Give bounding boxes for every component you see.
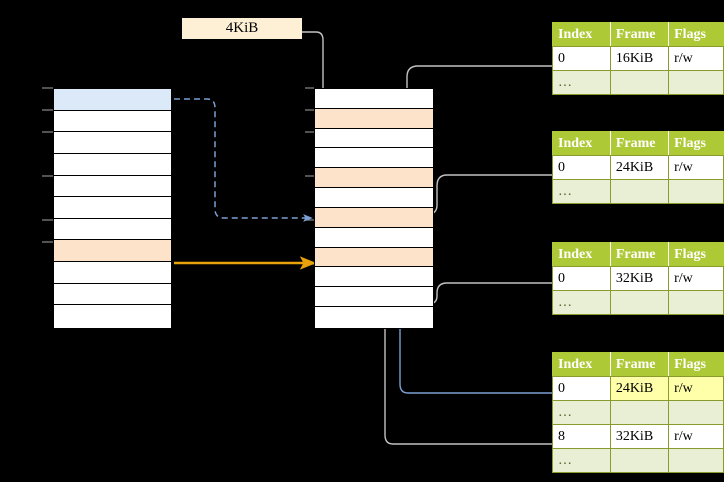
memory-block: [54, 262, 171, 284]
table-cell-flags: [668, 179, 724, 204]
table-row: …: [552, 179, 724, 204]
connector-table4-row0-to-frame: [396, 217, 610, 394]
table-cell-frame: [609, 448, 670, 473]
table-header-index: Index: [552, 22, 611, 47]
table-cell-flags: r/w: [668, 155, 724, 180]
connector-table1-to-frame: [403, 65, 630, 182]
table-cell-frame: 24KiB: [609, 155, 670, 180]
physical-memory-column: [314, 88, 434, 329]
table-cell-index: …: [552, 400, 611, 425]
table-header-index: Index: [552, 352, 611, 377]
memory-block: [54, 110, 171, 133]
table-row: …: [552, 400, 724, 425]
table-header-frame: Frame: [609, 242, 670, 267]
memory-block: [54, 197, 171, 219]
connector-virtual-blue-to-physical: [174, 98, 313, 222]
memory-block: [54, 283, 171, 306]
table-cell-flags: r/w: [668, 266, 724, 291]
table-cell-flags: r/w: [668, 46, 724, 71]
table-cell-flags: [668, 400, 724, 425]
table-header-frame: Frame: [609, 131, 670, 156]
table-cell-flags: [668, 448, 724, 473]
memory-block: [315, 307, 433, 327]
memory-block: [315, 168, 433, 189]
table-cell-frame: [609, 290, 670, 315]
table-cell-index: 8: [552, 424, 611, 449]
table-row: …: [552, 70, 724, 95]
table-header-frame: Frame: [609, 22, 670, 47]
table-header-flags: Flags: [668, 22, 724, 47]
table-header-index: Index: [552, 131, 611, 156]
connector-pagesize-to-frame: [302, 31, 327, 118]
connector-table4-row8-to-frame: [381, 261, 610, 445]
memory-block: [54, 132, 171, 154]
memory-block: [54, 89, 171, 111]
memory-block: [54, 218, 171, 241]
table-cell-index: 0: [552, 376, 611, 401]
memory-block: [315, 128, 433, 149]
memory-block: [315, 89, 433, 109]
table-header-index: Index: [552, 242, 611, 267]
table-cell-flags: [668, 290, 724, 315]
table-row: …: [552, 290, 724, 315]
table-header-flags: Flags: [668, 352, 724, 377]
memory-block: [315, 148, 433, 169]
table-row: …: [552, 448, 724, 473]
memory-block: [315, 227, 433, 248]
table-cell-flags: [668, 70, 724, 95]
table-cell-frame: [609, 179, 670, 204]
table-header-frame: Frame: [609, 352, 670, 377]
table-cell-frame: 16KiB: [609, 46, 670, 71]
table-cell-index: …: [552, 290, 611, 315]
memory-block: [54, 175, 171, 198]
table-cell-frame: 32KiB: [609, 424, 670, 449]
virtual-column-tick-marks: [42, 87, 53, 243]
page-size-label: 4KiB: [182, 18, 302, 39]
table-cell-frame: [609, 70, 670, 95]
memory-block: [315, 188, 433, 208]
physical-column-tick-marks: [305, 87, 314, 265]
memory-block: [315, 267, 433, 288]
table-cell-index: 0: [552, 266, 611, 291]
memory-block: [54, 240, 171, 262]
memory-block: [315, 207, 433, 228]
memory-block: [54, 305, 171, 327]
table-cell-index: 0: [552, 46, 611, 71]
memory-block: [315, 108, 433, 129]
memory-block: [315, 287, 433, 308]
memory-block: [315, 247, 433, 268]
table-cell-index: …: [552, 448, 611, 473]
table-cell-flags: r/w: [668, 376, 724, 401]
memory-block: [54, 153, 171, 176]
table-header-flags: Flags: [668, 131, 724, 156]
table-cell-frame: 32KiB: [609, 266, 670, 291]
table-cell-index: 0: [552, 155, 611, 180]
virtual-address-space-column: [53, 88, 172, 329]
table-cell-frame: [609, 400, 670, 425]
table-cell-index: …: [552, 70, 611, 95]
table-header-flags: Flags: [668, 242, 724, 267]
table-cell-index: …: [552, 179, 611, 204]
table-cell-flags: r/w: [668, 424, 724, 449]
table-cell-frame: 24KiB: [609, 376, 670, 401]
